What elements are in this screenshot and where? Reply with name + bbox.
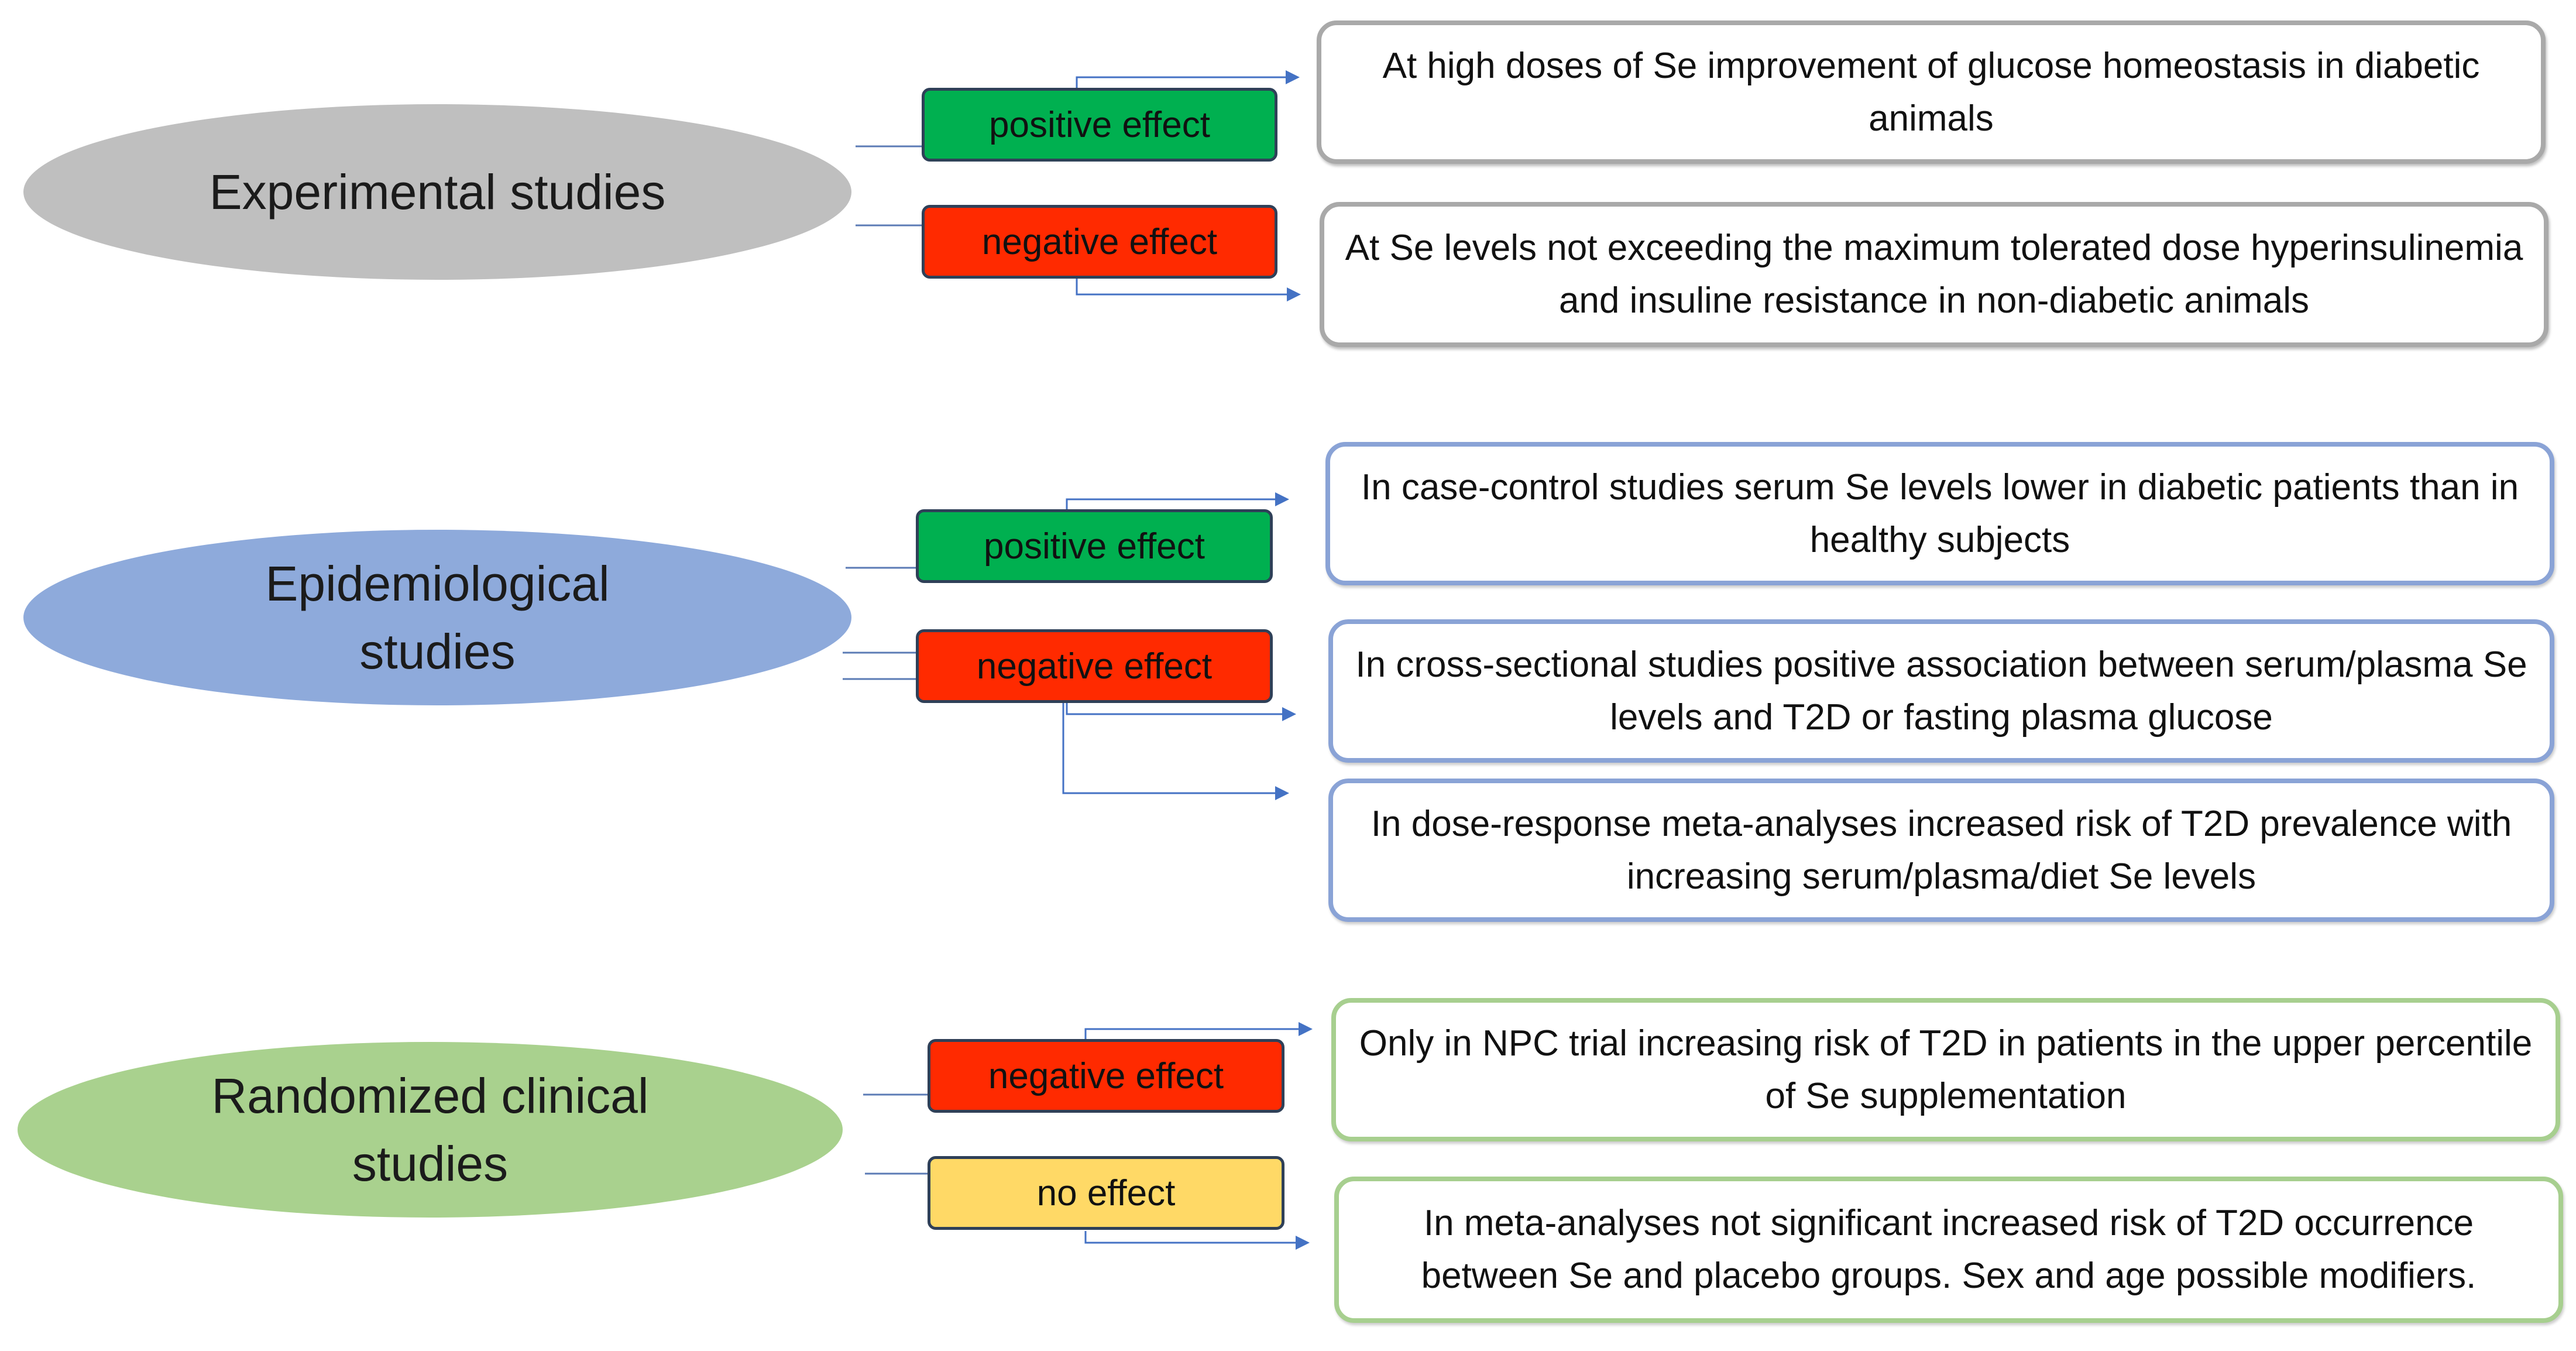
finding-text: In cross-sectional studies positive asso… <box>1355 644 2527 738</box>
effect-label: positive effect <box>984 526 1205 567</box>
clinical-studies-ellipse: Randomized clinical studies <box>18 1042 843 1218</box>
group-title: Epidemiological studies <box>265 556 610 679</box>
group-title: Randomized clinical studies <box>211 1068 649 1191</box>
arrow-connector <box>1084 1022 1313 1041</box>
finding-text: In case-control studies serum Se levels … <box>1361 467 2519 560</box>
arrow-connector <box>1084 1231 1310 1250</box>
clinical-negative-effect-box: negative effect <box>928 1039 1284 1113</box>
finding-text: In meta-analyses not significant increas… <box>1421 1203 2477 1296</box>
arrow-connector <box>1066 492 1289 512</box>
finding-text: Only in NPC trial increasing risk of T2D… <box>1359 1023 2533 1116</box>
clinical-finding-box: In meta-analyses not significant increas… <box>1334 1177 2563 1323</box>
finding-text: At Se levels not exceeding the maximum t… <box>1345 228 2523 321</box>
epidemiological-finding-box: In dose-response meta-analyses increased… <box>1328 779 2554 922</box>
arrow-connector <box>1062 702 1289 800</box>
arrow-connector <box>1076 70 1300 88</box>
finding-text: In dose-response meta-analyses increased… <box>1371 803 2512 897</box>
experimental-finding-box: At high doses of Se improvement of gluco… <box>1317 20 2546 164</box>
clinical-no-effect-box: no effect <box>928 1156 1284 1230</box>
effect-label: negative effect <box>981 221 1218 262</box>
arrow-connector <box>1076 277 1301 301</box>
effect-label: positive effect <box>989 104 1210 145</box>
epidemiological-studies-ellipse: Epidemiological studies <box>23 530 851 705</box>
effect-label: negative effect <box>976 646 1213 687</box>
experimental-positive-effect-box: positive effect <box>922 88 1277 162</box>
experimental-studies-ellipse: Experimental studies <box>23 104 851 280</box>
experimental-finding-box: At Se levels not exceeding the maximum t… <box>1320 202 2548 347</box>
epidemiological-negative-effect-box: negative effect <box>916 629 1273 703</box>
effect-label: no effect <box>1036 1172 1176 1213</box>
experimental-negative-effect-box: negative effect <box>922 205 1277 279</box>
finding-text: At high doses of Se improvement of gluco… <box>1382 45 2480 139</box>
epidemiological-finding-box: In case-control studies serum Se levels … <box>1325 442 2554 585</box>
epidemiological-positive-effect-box: positive effect <box>916 509 1273 583</box>
epidemiological-finding-box: In cross-sectional studies positive asso… <box>1328 619 2554 763</box>
group-title: Experimental studies <box>209 164 666 220</box>
clinical-finding-box: Only in NPC trial increasing risk of T2D… <box>1331 998 2560 1141</box>
arrow-connector <box>1066 702 1296 721</box>
effect-label: negative effect <box>988 1055 1224 1096</box>
